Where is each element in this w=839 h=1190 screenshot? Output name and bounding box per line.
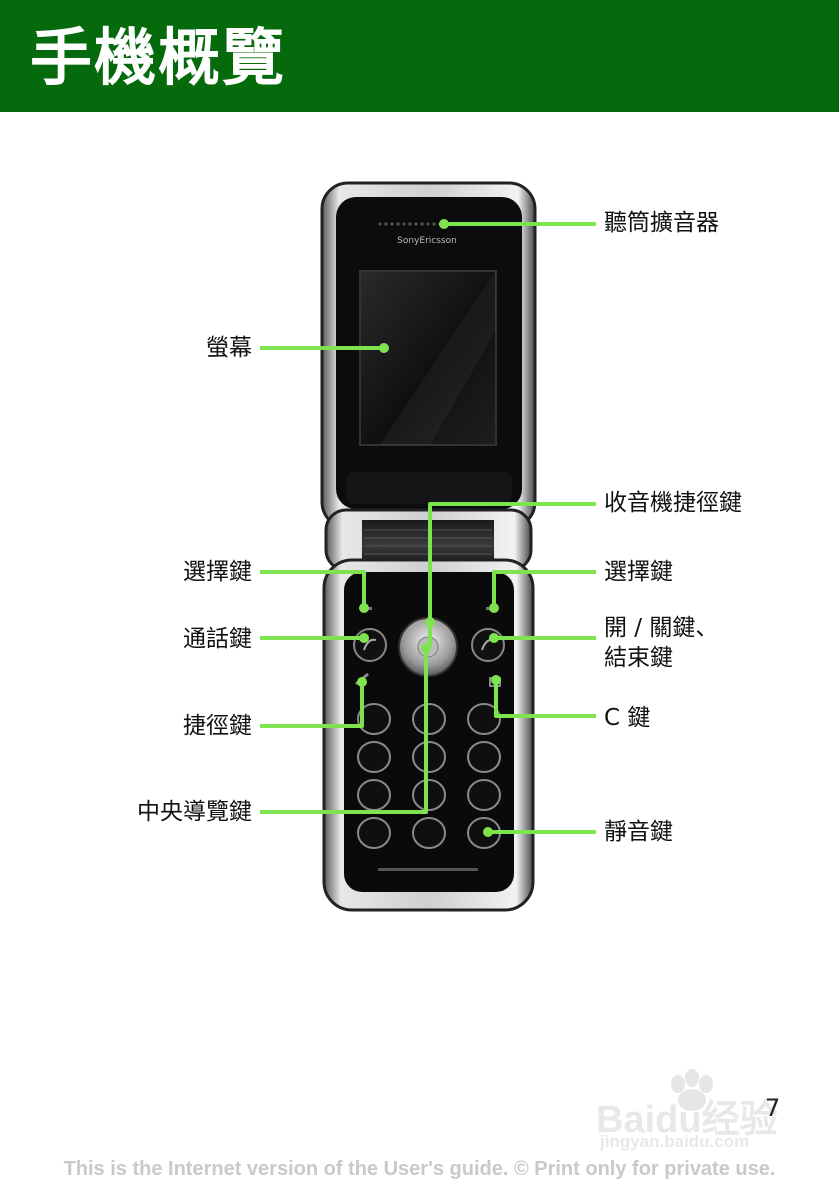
label-navigation-key: 中央導覽鍵: [137, 799, 252, 825]
upper-flip: SonyEricsson: [320, 181, 537, 530]
label-earpiece: 聽筒擴音器: [604, 210, 719, 236]
label-silent-key: 靜音鍵: [604, 819, 673, 845]
label-power-key-line2: 結束鍵: [604, 645, 673, 671]
page-title: 手機概覽: [30, 21, 287, 94]
callout-left-selection: [260, 570, 366, 608]
label-right-selection-key: 選擇鍵: [604, 559, 673, 585]
label-left-selection-key: 選擇鍵: [183, 559, 252, 585]
callout-c-key: [494, 680, 596, 718]
page-number: 7: [765, 1094, 781, 1122]
header-bar: 手機概覽: [0, 0, 839, 112]
screen: [359, 270, 497, 446]
label-shortcut-key: 捷徑鍵: [183, 713, 252, 739]
callout-radio-key: [428, 502, 596, 647]
callout-shortcut-key: [260, 682, 364, 728]
callout-nav-key: [260, 648, 428, 814]
label-call-key: 通話鍵: [183, 626, 252, 652]
footer-note: This is the Internet version of the User…: [63, 1158, 776, 1180]
label-power-key-line1: 開 / 關鍵、: [604, 615, 719, 641]
label-screen: 螢幕: [206, 335, 252, 361]
label-c-key: C 鍵: [604, 705, 651, 731]
callout-right-selection: [492, 570, 596, 608]
label-radio-key: 收音機捷徑鍵: [604, 490, 742, 516]
brand-logo: SonyEricsson: [397, 236, 457, 246]
watermark-brand: Baidu经验: [596, 1099, 778, 1141]
keypad: [357, 703, 501, 849]
callout-lines: [260, 222, 596, 834]
watermark-url: jingyan.baidu.com: [600, 1132, 750, 1151]
baidu-watermark: Baidu经验 jingyan.baidu.com: [596, 1062, 796, 1162]
